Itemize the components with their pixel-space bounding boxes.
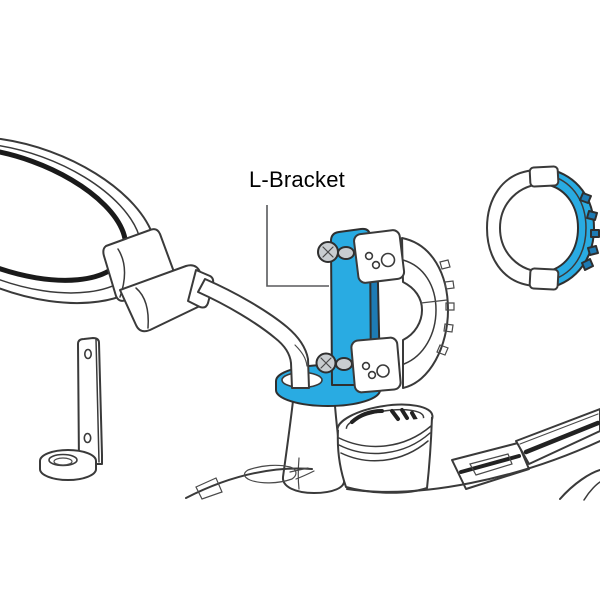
clamp-cover-arc <box>401 237 449 389</box>
leader-line <box>266 205 329 287</box>
screw-top-cross <box>322 246 334 258</box>
spare-bracket-plate-edge <box>95 338 100 463</box>
clamp-cover <box>350 229 455 394</box>
screw-bottom-cross <box>320 357 332 369</box>
spare-flange-hole-inner <box>53 457 73 466</box>
clamp-cover-arc-inner <box>402 259 437 365</box>
spare-l-bracket <box>39 337 103 481</box>
mount-cone-line <box>297 457 300 490</box>
handlebar <box>515 408 600 465</box>
pad-top-hole-large <box>380 252 396 268</box>
body-left-sweep <box>185 467 313 499</box>
gauge-pod-rib <box>340 440 429 462</box>
body-sweep-line <box>346 440 600 493</box>
body-left-pill <box>243 464 297 484</box>
body-left-wedge <box>195 477 223 500</box>
mirror-stem <box>102 228 215 333</box>
pad-top-hole-small <box>364 251 374 261</box>
body-left-links <box>289 467 315 480</box>
ring-pad-bottom <box>528 267 560 291</box>
spare-plate-hole-top <box>84 348 93 360</box>
body-corner-line <box>559 469 600 500</box>
clamp-cover-tabs <box>436 259 455 356</box>
clamp-ring-assembled <box>486 165 600 291</box>
pad-bottom-hole-large <box>376 364 390 378</box>
ring-tab-group <box>579 192 600 271</box>
handlebar-shadow <box>523 420 600 455</box>
stem-tube <box>197 278 310 389</box>
body-corner-line-2 <box>583 481 600 501</box>
stem-tube-bend-line <box>294 344 308 367</box>
clamp-cover-pad-bottom <box>350 336 402 394</box>
pad-bottom-hole-small <box>367 370 377 380</box>
screw-bottom-shaft <box>335 357 353 371</box>
pad-bottom-hole-small <box>361 361 371 371</box>
spare-flange-hole <box>48 453 78 467</box>
switch-block-detail <box>469 453 513 476</box>
handlebar-line <box>519 413 599 445</box>
screw-top-shaft <box>337 246 355 260</box>
gauge-pod-rib <box>338 432 431 455</box>
bike-body <box>185 391 600 501</box>
ring-pad-top <box>528 165 560 188</box>
gauge-pod-body <box>336 416 433 494</box>
switch-block <box>451 442 530 490</box>
gauge-pod-marks <box>390 408 418 422</box>
stem-cone-line <box>135 287 149 329</box>
spare-plate-hole-bottom <box>83 432 92 444</box>
part-label: L-Bracket <box>249 167 345 192</box>
mount-cone <box>282 391 346 494</box>
clamp-cover-split <box>420 299 448 304</box>
gauge-pod-rib <box>338 425 432 448</box>
pad-top-hole-small <box>371 260 381 270</box>
gauge-pod-mark <box>350 409 384 424</box>
ring-cover-tabs <box>579 192 600 271</box>
ring-cover-inner-line <box>551 175 587 281</box>
clamp-cover-pad-top <box>353 229 406 284</box>
